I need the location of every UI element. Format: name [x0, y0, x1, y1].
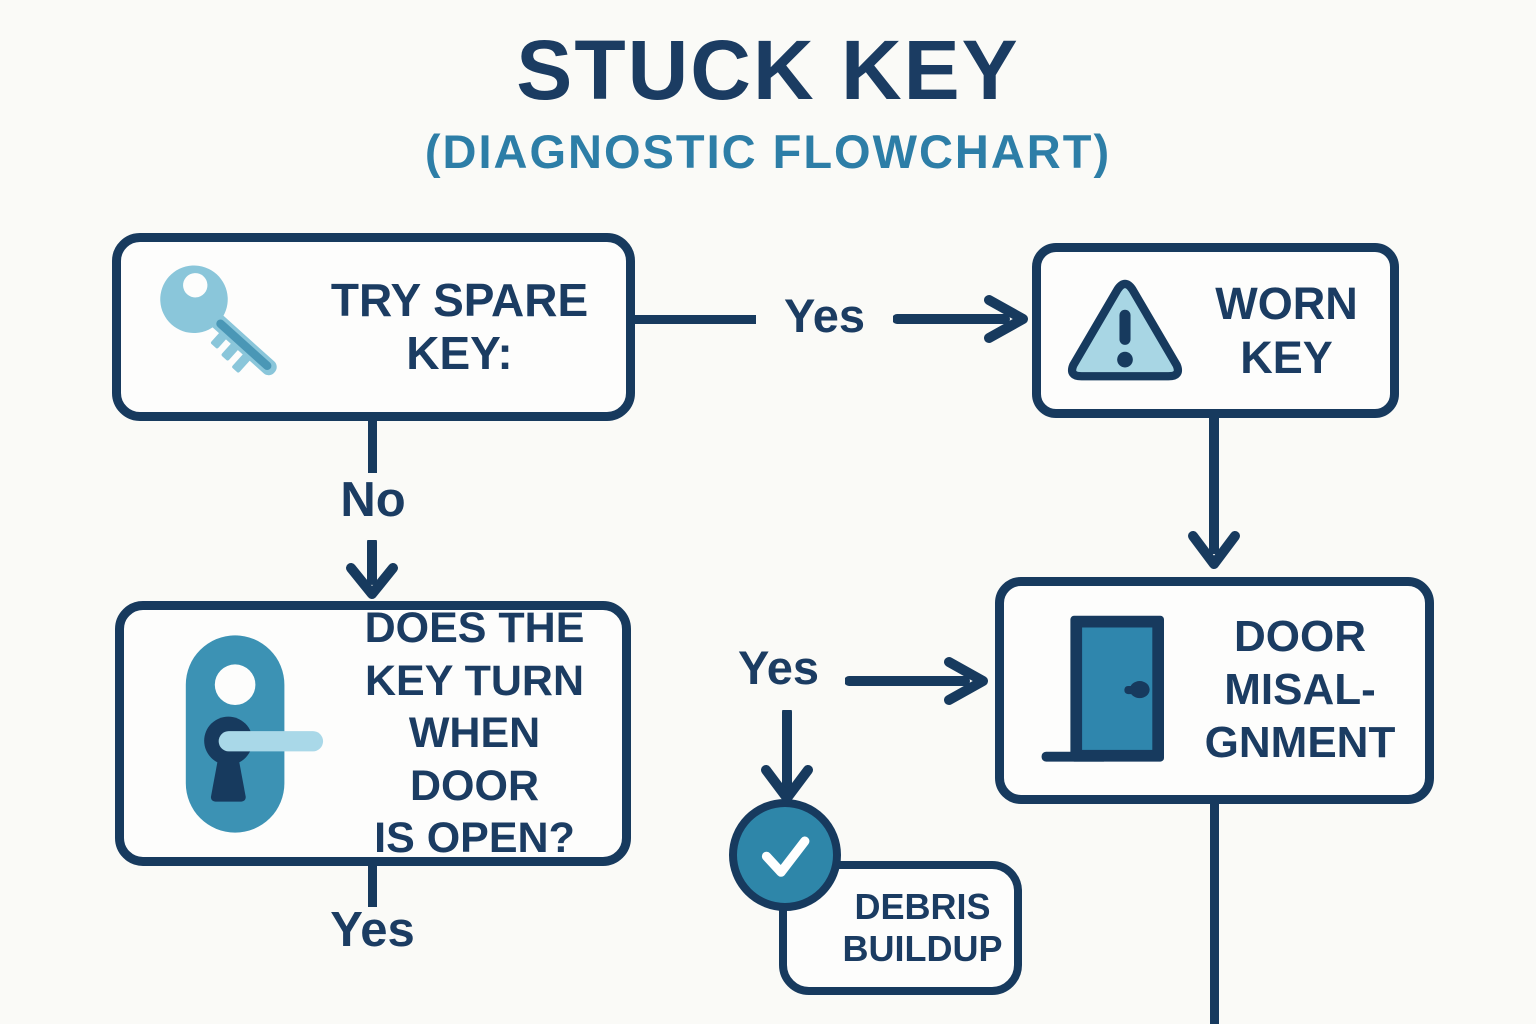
- connector-spare-to-worn-line: [635, 315, 756, 324]
- edge-label-no: No: [340, 473, 406, 527]
- label-line: MISAL-: [1224, 665, 1376, 715]
- label-line: BUILDUP: [842, 928, 1003, 969]
- check-circle-icon: [729, 799, 841, 911]
- down-arrow-icon: [343, 540, 401, 602]
- connector-spare-to-question-line: [368, 421, 377, 473]
- label-line: KEY:: [406, 327, 513, 379]
- node-label: TRY SPARE KEY:: [311, 274, 608, 380]
- down-arrow-icon: [757, 710, 817, 802]
- label-line: WORN: [1215, 277, 1358, 329]
- node-worn-key: WORN KEY: [1032, 243, 1399, 418]
- right-arrow-icon: [893, 294, 1035, 344]
- label-line: GNMENT: [1204, 717, 1396, 767]
- edge-label-yes-middle: Yes: [738, 641, 820, 694]
- node-label: WORN KEY: [1197, 277, 1376, 385]
- key-icon: [160, 265, 277, 376]
- label-line: DEBRIS: [854, 885, 991, 927]
- node-debris-buildup: DEBRIS BUILDUP: [779, 861, 1022, 995]
- door-lock-icon: [185, 634, 324, 833]
- label-line: DOOR: [1234, 612, 1366, 662]
- page-title: STUCK KEY: [516, 23, 1020, 117]
- node-door-misalignment: DOOR MISAL- GNMENT: [995, 577, 1434, 804]
- edge-label-yes-bottom: Yes: [330, 903, 415, 957]
- connector-question-down-line: [368, 865, 377, 907]
- edge-label-yes-top: Yes: [784, 289, 866, 342]
- label-line: KEY: [1240, 331, 1333, 383]
- door-icon: [1041, 615, 1164, 762]
- node-try-spare-key: TRY SPARE KEY:: [112, 233, 635, 421]
- connector-door-misalignment-down-line: [1210, 800, 1219, 1024]
- label-line: WHEN DOOR: [408, 709, 541, 810]
- node-label: DOES THE KEY TURN WHEN DOOR IS OPEN?: [347, 602, 602, 864]
- page-subtitle: (DIAGNOSTIC FLOWCHART): [424, 125, 1112, 178]
- right-arrow-icon: [845, 656, 995, 706]
- label-line: DOES THE: [364, 604, 585, 653]
- node-key-turn-question: DOES THE KEY TURN WHEN DOOR IS OPEN?: [115, 601, 631, 866]
- node-label: DOOR MISAL- GNMENT: [1191, 611, 1409, 769]
- node-label: DEBRIS BUILDUP: [831, 886, 1014, 971]
- warning-triangle-icon: [1067, 279, 1183, 380]
- down-arrow-icon: [1184, 418, 1244, 576]
- label-line: TRY SPARE: [330, 274, 589, 327]
- label-line: KEY TURN: [364, 656, 584, 705]
- label-line: IS OPEN?: [374, 814, 575, 863]
